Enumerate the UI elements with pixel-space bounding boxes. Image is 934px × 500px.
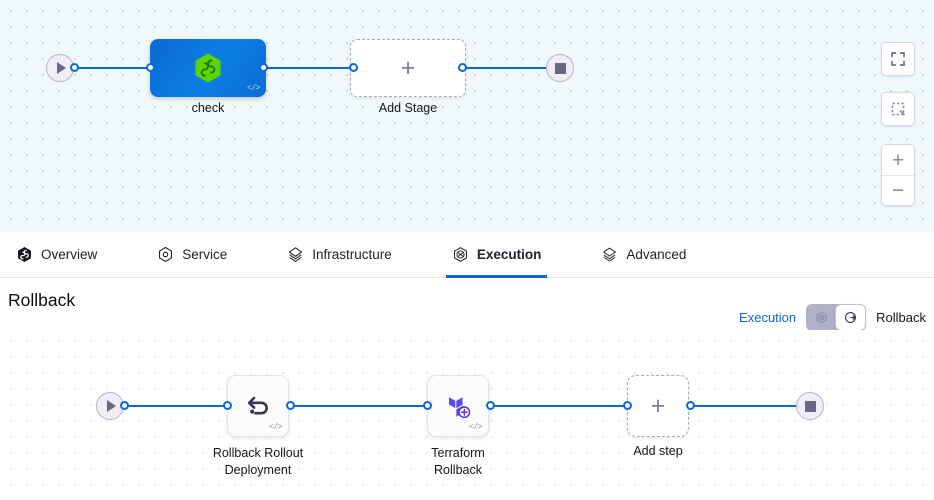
stage-canvas[interactable]: </> check + Add Stage bbox=[0, 0, 934, 232]
rollback-step-canvas[interactable]: </> Rollback Rollout Deployment </> T bbox=[0, 330, 934, 500]
tab-infrastructure[interactable]: Infrastructure bbox=[271, 232, 408, 278]
infrastructure-layers-icon bbox=[289, 247, 303, 262]
step-node-rollback-rollout-deployment[interactable]: </> bbox=[227, 375, 289, 437]
step-label-line2: Rollback bbox=[434, 463, 482, 477]
tab-overview[interactable]: Overview bbox=[0, 232, 113, 278]
add-step-label: Add step bbox=[633, 444, 683, 458]
step-label-terraform-rollback: Terraform Rollback bbox=[378, 445, 538, 479]
code-badge: </> bbox=[269, 423, 282, 432]
execution-rollback-toggle[interactable]: Execution Rollback bbox=[739, 304, 926, 331]
tab-label-service: Service bbox=[182, 247, 228, 262]
rollback-end-node[interactable] bbox=[796, 392, 824, 420]
rollback-header bbox=[0, 278, 934, 330]
port-check-out[interactable] bbox=[259, 63, 268, 72]
add-step-button[interactable]: + bbox=[627, 375, 689, 437]
rollback-circle-icon bbox=[845, 311, 857, 324]
edge-addstep-to-end bbox=[690, 405, 805, 407]
tab-advanced[interactable]: Advanced bbox=[585, 232, 702, 278]
code-badge: </> bbox=[469, 423, 482, 432]
port-addstep-in[interactable] bbox=[623, 401, 632, 410]
stop-icon bbox=[804, 400, 816, 412]
stage-node-check[interactable]: </> bbox=[150, 39, 266, 97]
expand-icon bbox=[891, 52, 905, 66]
execution-icon bbox=[816, 311, 827, 324]
step-label-rollback-rollout-deployment: Rollback Rollout Deployment bbox=[178, 445, 338, 479]
dashed-square-icon bbox=[891, 102, 905, 116]
tab-label-advanced: Advanced bbox=[626, 247, 687, 262]
stop-icon bbox=[554, 62, 566, 74]
rollback-arrow-icon bbox=[247, 396, 268, 415]
pipeline-start-node[interactable] bbox=[46, 54, 74, 82]
execution-icon bbox=[453, 247, 467, 262]
zoom-controls[interactable]: + − bbox=[881, 144, 915, 206]
step-label-line1: Rollback Rollout bbox=[212, 446, 304, 460]
terraform-rollback-icon bbox=[449, 397, 471, 419]
add-stage-button[interactable]: + bbox=[350, 39, 466, 97]
toggle-label-execution[interactable]: Execution bbox=[739, 310, 797, 325]
step-node-terraform-rollback[interactable]: </> bbox=[427, 375, 489, 437]
port-rollout-out[interactable] bbox=[286, 401, 295, 410]
port-terraform-out[interactable] bbox=[486, 401, 495, 410]
page-title: Rollback bbox=[8, 290, 76, 310]
select-area-button[interactable] bbox=[881, 92, 915, 126]
toggle-option-rollback[interactable] bbox=[835, 304, 867, 331]
port-addstage-out[interactable] bbox=[458, 63, 467, 72]
port-addstage-in[interactable] bbox=[349, 63, 358, 72]
tab-execution[interactable]: Execution bbox=[436, 232, 558, 278]
edge-addstage-to-end bbox=[462, 67, 554, 69]
edge-start-to-check bbox=[74, 67, 154, 69]
plus-icon: + bbox=[400, 53, 416, 82]
toggle-label-rollback[interactable]: Rollback bbox=[876, 310, 926, 325]
edge-check-to-addstage bbox=[263, 67, 353, 69]
edge-terraform-to-addstep bbox=[490, 405, 630, 407]
zoom-out-button[interactable]: − bbox=[882, 175, 914, 205]
port-start-out[interactable] bbox=[70, 63, 79, 72]
edge-start-to-rollback-rollout bbox=[124, 405, 229, 407]
play-icon bbox=[57, 62, 66, 74]
harness-hexagon-icon bbox=[18, 247, 31, 262]
port-terraform-in[interactable] bbox=[423, 401, 432, 410]
edge-rollout-to-terraform bbox=[290, 405, 430, 407]
port-check-in[interactable] bbox=[146, 63, 155, 72]
port-addstep-out[interactable] bbox=[686, 401, 695, 410]
add-stage-label: Add Stage bbox=[378, 101, 438, 115]
port-rb-start-out[interactable] bbox=[120, 401, 129, 410]
tab-service[interactable]: Service bbox=[141, 232, 243, 278]
step-label-line2: Deployment bbox=[224, 463, 292, 477]
fit-to-screen-button[interactable] bbox=[881, 42, 915, 76]
port-rollout-in[interactable] bbox=[223, 401, 232, 410]
tab-label-execution: Execution bbox=[476, 247, 542, 262]
play-icon bbox=[107, 400, 116, 412]
plus-icon: + bbox=[650, 391, 666, 420]
step-label-line1: Terraform bbox=[431, 446, 485, 460]
advanced-layers-icon bbox=[603, 247, 617, 262]
tab-label-overview: Overview bbox=[41, 247, 98, 262]
pipeline-end-node[interactable] bbox=[546, 54, 574, 82]
harness-hexagon-icon bbox=[195, 53, 221, 83]
zoom-in-button[interactable]: + bbox=[891, 148, 905, 172]
stage-label-check: check bbox=[191, 101, 225, 115]
code-badge: </> bbox=[247, 84, 260, 93]
stage-tab-bar[interactable]: Overview Service Infrastructure bbox=[0, 232, 934, 278]
toggle-switch[interactable] bbox=[806, 304, 867, 331]
service-hexagon-icon bbox=[159, 246, 173, 263]
tab-label-infrastructure: Infrastructure bbox=[312, 247, 392, 262]
toggle-option-execution[interactable] bbox=[806, 304, 836, 331]
